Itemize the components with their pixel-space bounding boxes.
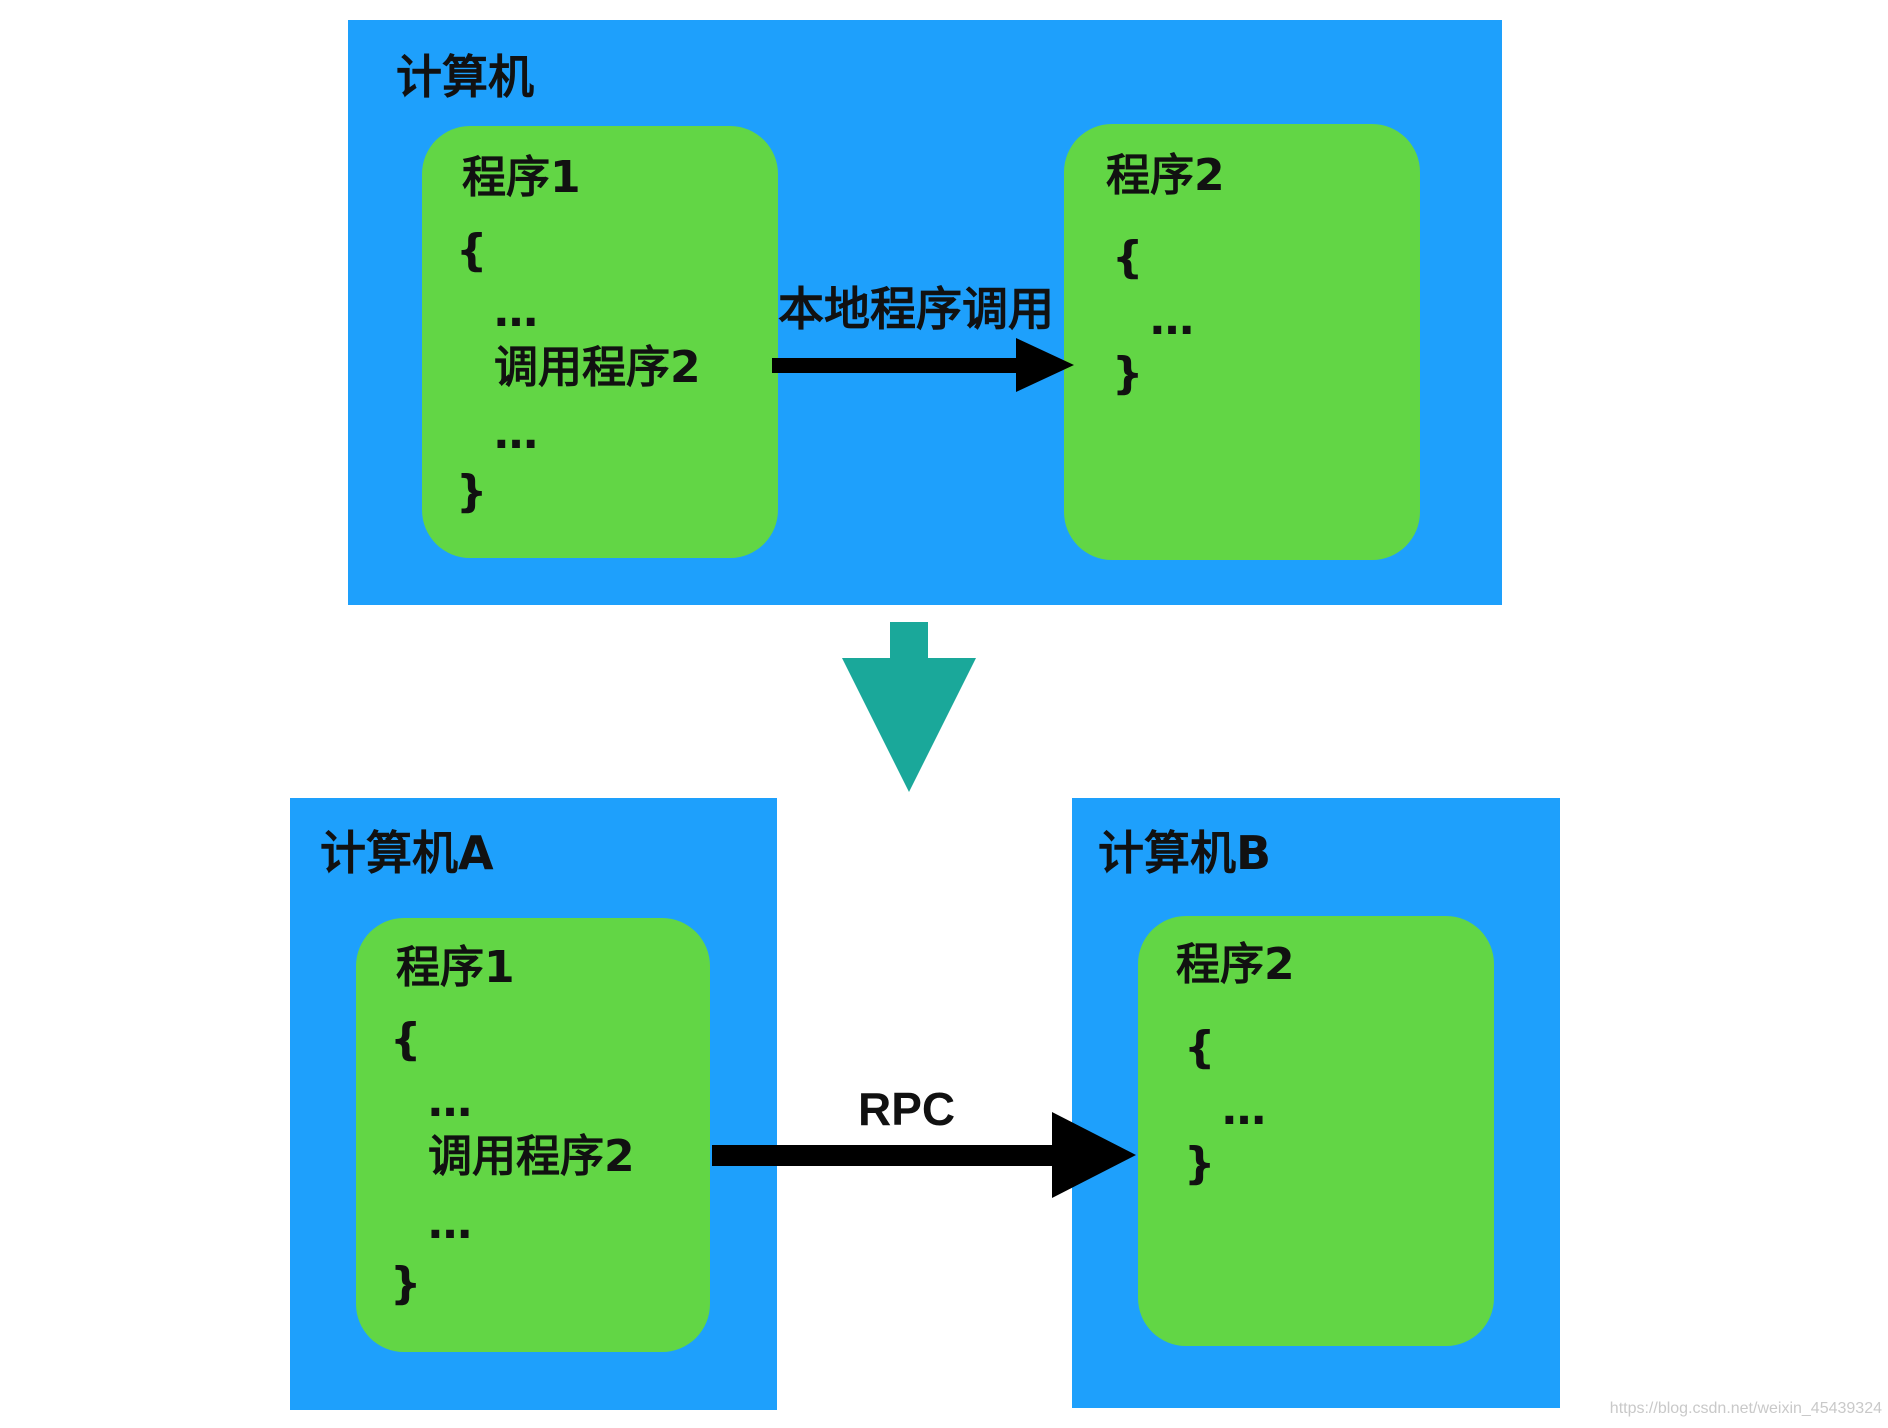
top-program1-box [422, 126, 778, 558]
machine-a-title: 计算机A [320, 826, 494, 880]
machine-b-title: 计算机B [1098, 826, 1272, 880]
transition-down-arrow [842, 622, 976, 792]
machine-a-program1-dots2: … [428, 1198, 472, 1249]
machine-a-program1-call: 调用程序2 [428, 1131, 635, 1182]
machine-a-program1-open-brace: { [390, 1014, 422, 1065]
machine-a-program1-title: 程序1 [396, 942, 515, 993]
watermark: https://blog.csdn.net/weixin_45439324 [1609, 1400, 1882, 1417]
top-program2-close-brace: } [1112, 348, 1144, 399]
machine-b-program2-dots: … [1222, 1084, 1266, 1135]
rpc-label: RPC [858, 1083, 956, 1135]
machine-b-program2-open-brace: { [1184, 1022, 1216, 1073]
local-call-label: 本地程序调用 [778, 282, 1054, 336]
machine-b-program2-title: 程序2 [1176, 939, 1295, 990]
top-program1-open-brace: { [456, 225, 488, 276]
top-program1-close-brace: } [456, 466, 488, 517]
local-call-arrow [772, 338, 1074, 392]
top-program1-call: 调用程序2 [494, 342, 701, 393]
machine-b-program2-close-brace: } [1184, 1138, 1216, 1189]
machine-a-program1-box [356, 918, 710, 1352]
machine-b-program2-box [1138, 916, 1494, 1346]
machine-a-program1-close-brace: } [390, 1258, 422, 1309]
top-machine-title: 计算机 [396, 50, 534, 104]
top-program2-open-brace: { [1112, 232, 1144, 283]
top-program2-title: 程序2 [1106, 150, 1225, 201]
machine-a-program1-dots1: … [428, 1076, 472, 1127]
top-program2-box [1064, 124, 1420, 560]
rpc-arrow [712, 1112, 1136, 1198]
top-program2-dots: … [1150, 294, 1194, 345]
top-program1-dots2: … [494, 408, 538, 459]
top-program1-title: 程序1 [462, 152, 581, 203]
top-program1-dots1: … [494, 286, 538, 337]
